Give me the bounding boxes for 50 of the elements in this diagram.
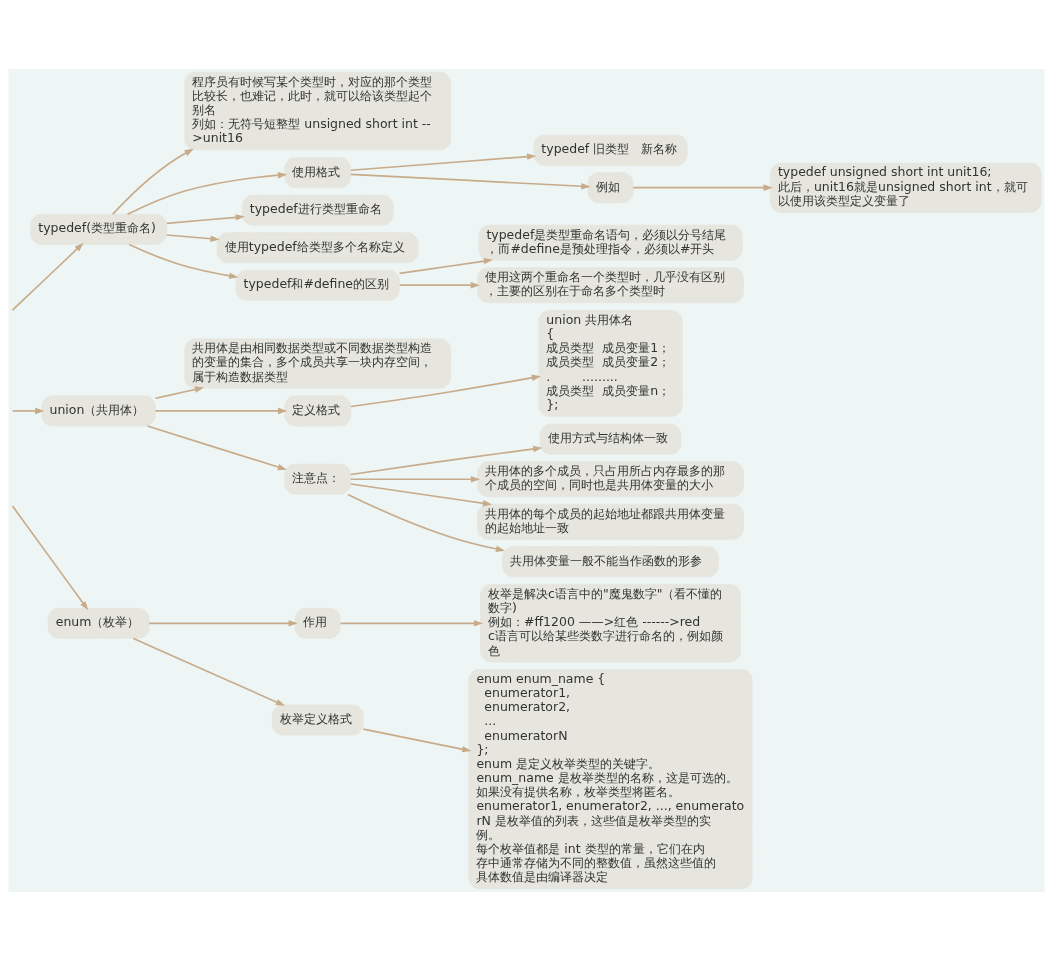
node-box: 使用格式	[284, 157, 352, 189]
node-box: typedef和#define的区别	[235, 269, 400, 301]
node-box: 共用体的每个成员的起始地址都跟共用体变量的起始地址一致	[477, 503, 744, 540]
arrow	[154, 386, 205, 400]
arrow	[398, 257, 493, 275]
arrow	[350, 476, 481, 483]
arrow	[154, 407, 288, 415]
node-box: 使用typedef给类型多个名称定义	[216, 232, 419, 264]
node-box: 使用方式与结构体一致	[539, 423, 682, 455]
arrow	[350, 483, 493, 507]
arrow	[349, 445, 543, 476]
node-box: typedef进行类型重命名	[241, 194, 394, 226]
arrow	[148, 620, 298, 627]
node-box: typedef 旧类型 新名称	[533, 134, 688, 166]
arrow	[128, 243, 239, 279]
arrow	[126, 171, 288, 216]
node-box: union 共用体名 { 成员类型 成员变量1； 成员类型 成员变量2； . ......... 成员类型 成员变量n； };	[538, 310, 683, 417]
arrow	[11, 505, 89, 611]
arrow	[11, 407, 45, 415]
arrow	[146, 425, 287, 471]
node-box: 注意点：	[284, 463, 352, 495]
node-box: enum（枚举）	[47, 607, 150, 639]
arrow	[112, 148, 194, 215]
node-box: 例如	[587, 172, 634, 204]
node-box: union（共用体）	[41, 395, 156, 427]
node-box: 共用体的多个成员，只占用所占内存最多的那个成员的空间，同时也是共用体变量的大小	[477, 461, 744, 498]
arrow	[347, 493, 506, 553]
node-box: 使用这两个重命名一个类型时，几乎没有区别，主要的区别在于命名多个类型时	[477, 267, 744, 304]
arrow	[165, 234, 220, 242]
arrow	[165, 214, 245, 225]
node-box: typedef是类型重命名语句，必须以分号结尾，而#define是预处理指令，必须以#开头	[478, 224, 743, 261]
arrow	[350, 173, 591, 190]
arrow	[132, 637, 286, 706]
node-box: enum enum_name { enumerator1, enumerator2, ... enumeratorN }; enum 是定义枚举类型的关键字。 enum_name 是枚举类型的名称，这是可选的。如果没有提供名称，枚举类型将匿名。 enumerator1, enumerator2, ..., enumeratorN 是枚举值的列表，这些值是枚举类型的实例。 每个枚举值都是 int 类型的常量，它们在内存中通常存储为不同的整数值，虽然这些值的具体数值是由编译器决定	[468, 669, 753, 890]
node-box: 枚举定义格式	[271, 704, 364, 736]
arrow	[350, 153, 537, 172]
arrow	[398, 281, 480, 289]
node-box: 共用体是由相同数据类型或不同数据类型构造的变量的集合，多个成员共享一块内存空间，属于构造数据类型	[184, 338, 451, 389]
node-box: 定义格式	[284, 395, 352, 427]
arrow	[11, 242, 84, 311]
node-box: typedef(类型重命名)	[30, 213, 167, 245]
node-box: 作用	[294, 607, 341, 639]
node-box: typedef unsigned short int unit16; 此后，unit16就是unsigned short int，就可以使用该类型定义变量了	[770, 162, 1042, 213]
arrow	[339, 620, 484, 627]
arrow	[350, 374, 541, 408]
arrow	[362, 728, 472, 753]
node-box: 共用体变量一般不能当作函数的形参	[502, 546, 719, 578]
node-box: 枚举是解决c语言中的"魔鬼数字"（看不懂的数字) 例如：#ff1200 ——>红色 ------>red c语言可以给某些类数字进行命名的，例如颜色	[480, 584, 741, 663]
node-box: 程序员有时候写某个类型时，对应的那个类型比较长，也难记，此时，就可以给该类型起个别名 列如：无符号短整型 unsigned short int -->unit16	[184, 71, 451, 151]
arrow	[632, 184, 773, 191]
